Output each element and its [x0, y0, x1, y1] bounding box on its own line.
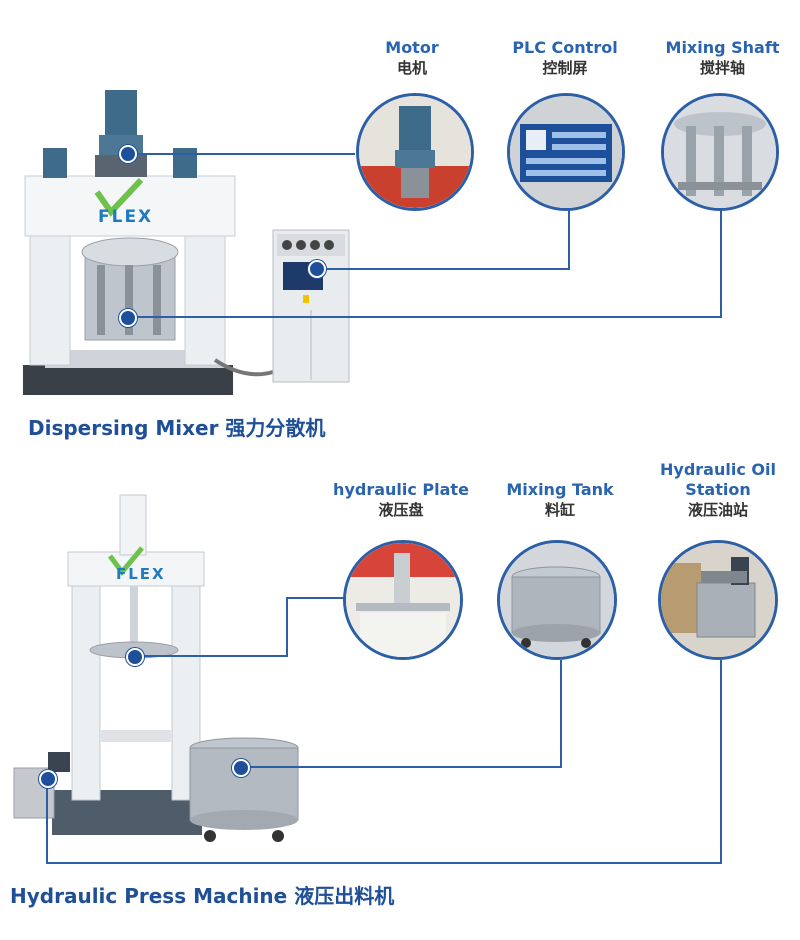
tank-marker [232, 759, 250, 777]
section-title: Dispersing Mixer 强力分散机 [28, 416, 326, 440]
connector-line [128, 153, 355, 155]
motor-icon [359, 96, 471, 208]
callout-plate: hydraulic Plate 液压盘 [330, 480, 472, 520]
callout-shaft-cn: 搅拌轴 [699, 59, 745, 77]
plc-detail-circle [507, 93, 625, 211]
mixing-shaft-icon [664, 96, 776, 208]
connector-line [720, 210, 722, 318]
callout-plc: PLC Control 控制屏 [500, 38, 630, 78]
connector-line [46, 778, 48, 864]
oil-station-icon [661, 543, 775, 657]
callout-plc-en: PLC Control [512, 38, 618, 57]
section-title-press: Hydraulic Press Machine 液压出料机 [10, 884, 395, 908]
hydraulic-press-image [13, 494, 299, 842]
connector-line [568, 210, 570, 270]
callout-motor-en: Motor [385, 38, 439, 57]
hydraulic-plate-icon [346, 543, 460, 657]
oil-station-detail-circle [658, 540, 778, 660]
tank-detail-circle [497, 540, 617, 660]
connector-line [286, 597, 288, 657]
connector-line [286, 597, 348, 599]
mixing-tank-icon [500, 543, 614, 657]
callout-motor: Motor 电机 [352, 38, 472, 78]
callout-plate-en: hydraulic Plate [333, 480, 469, 499]
plc-marker [308, 260, 326, 278]
motor-detail-circle [356, 93, 474, 211]
callout-oil-station-en: Hydraulic Oil Station [660, 460, 776, 499]
connector-line [240, 766, 562, 768]
connector-line [134, 655, 288, 657]
callout-tank-cn: 料缸 [544, 501, 575, 519]
callout-motor-cn: 电机 [396, 59, 427, 77]
plate-marker [126, 648, 144, 666]
callout-tank-en: Mixing Tank [506, 480, 614, 499]
callout-shaft-en: Mixing Shaft [665, 38, 780, 57]
connector-line [46, 862, 722, 864]
shaft-marker [119, 309, 137, 327]
flex-logo-press: FLEX [116, 565, 166, 583]
flex-logo: FLEX [98, 207, 154, 227]
plc-screen-icon [510, 96, 622, 208]
callout-tank: Mixing Tank 料缸 [495, 480, 625, 520]
callout-oil-station: Hydraulic Oil Station 液压油站 [650, 460, 786, 520]
connector-line [128, 316, 722, 318]
plate-detail-circle [343, 540, 463, 660]
motor-marker [119, 145, 137, 163]
shaft-detail-circle [661, 93, 779, 211]
connector-line [560, 660, 562, 768]
callout-shaft: Mixing Shaft 搅拌轴 [655, 38, 790, 78]
dispersing-mixer-image [23, 90, 350, 395]
connector-line [720, 660, 722, 864]
callout-plc-cn: 控制屏 [542, 59, 588, 77]
callout-oil-station-cn: 液压油站 [687, 501, 748, 519]
callout-plate-cn: 液压盘 [378, 501, 424, 519]
connector-line [316, 268, 570, 270]
oil-station-marker [39, 770, 57, 788]
